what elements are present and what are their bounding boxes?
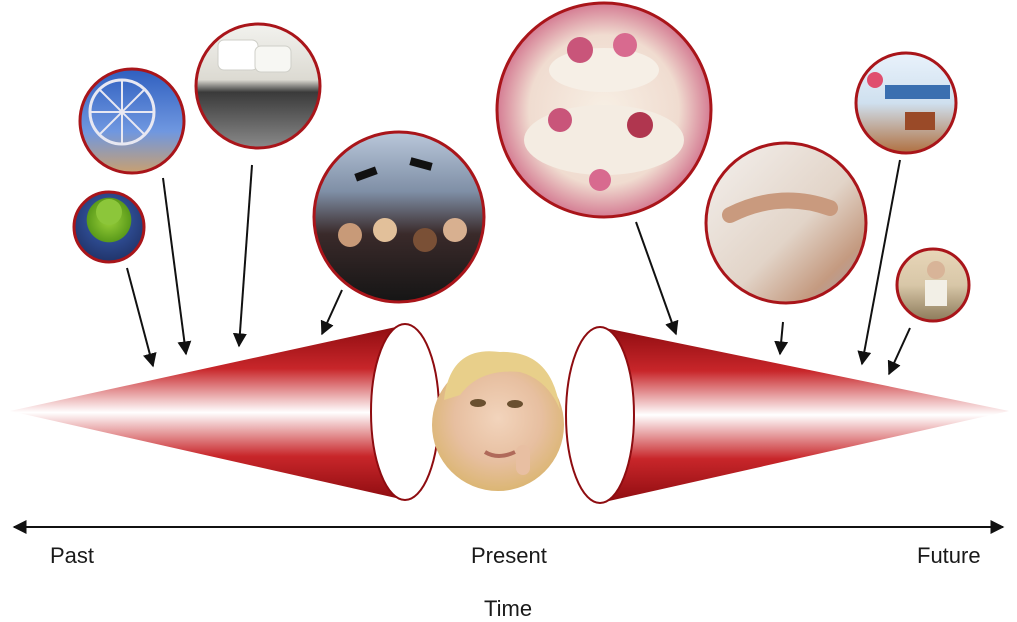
arrow-pregnant xyxy=(780,322,783,354)
arrow-cake xyxy=(636,222,676,334)
present-photo xyxy=(432,351,564,491)
photo-apple-on-books xyxy=(74,192,144,262)
present-label: Present xyxy=(471,543,547,569)
arrow-elderly xyxy=(889,328,910,374)
photo-ferris-wheel xyxy=(80,69,184,173)
future-cone xyxy=(566,327,1009,503)
arrow-ferris xyxy=(163,178,186,354)
past-label: Past xyxy=(50,543,94,569)
photo-graduation xyxy=(314,132,484,302)
photo-wedding-cake xyxy=(497,3,711,217)
time-axis-label: Time xyxy=(484,596,532,622)
photo-pregnant-belly xyxy=(706,143,866,303)
arrow-graduation xyxy=(322,290,342,334)
arrow-car xyxy=(239,165,252,346)
photo-elderly-person xyxy=(897,249,969,321)
photo-retirement-party xyxy=(856,53,956,153)
photo-car-luggage xyxy=(196,24,320,148)
arrow-retirement xyxy=(862,160,900,364)
past-arrows xyxy=(127,165,342,366)
future-label: Future xyxy=(917,543,981,569)
arrow-apple xyxy=(127,268,153,366)
past-cone xyxy=(10,324,439,500)
